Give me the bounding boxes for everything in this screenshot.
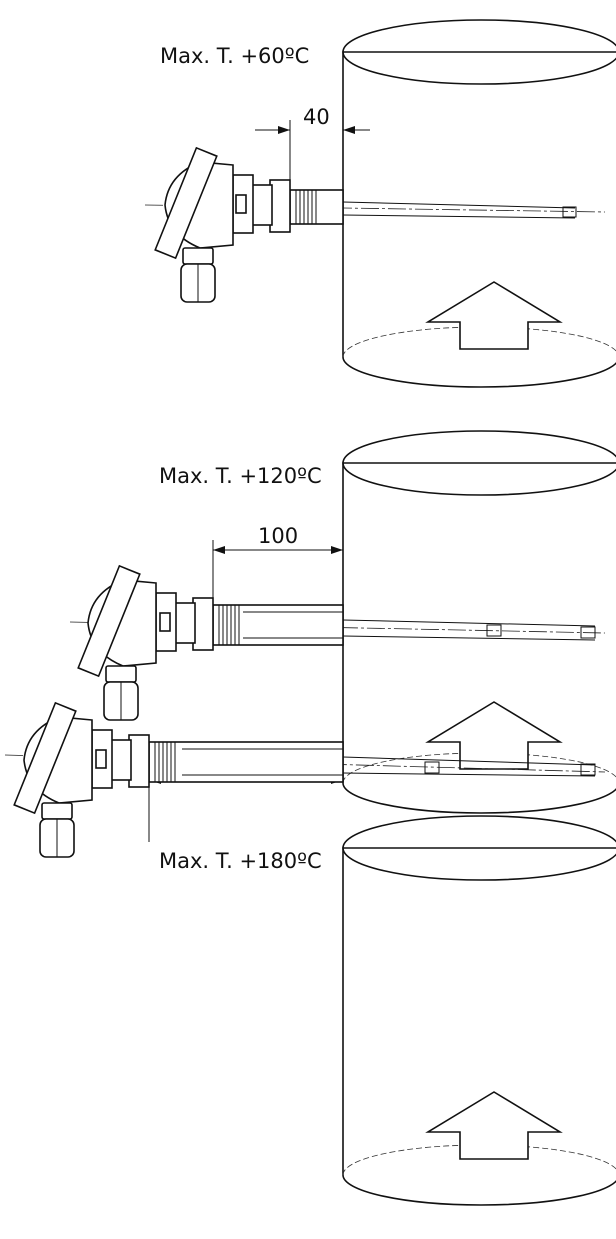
panel-title: Max. T. +60ºC xyxy=(160,44,309,68)
dimension-line xyxy=(255,115,370,180)
flow-arrow xyxy=(425,701,563,770)
panel-title: Max. T. +120ºC xyxy=(159,464,322,488)
temperature-sensor xyxy=(144,146,606,303)
panel-180c: Max. T. +180ºC 150 xyxy=(4,701,616,1206)
dimension-line xyxy=(212,540,343,602)
flow-arrow xyxy=(425,1091,563,1160)
panel-title: Max. T. +180ºC xyxy=(159,849,322,873)
dimension-label: 40 xyxy=(303,105,330,129)
panel-120c: Max. T. +120ºC 100 xyxy=(69,430,616,814)
temperature-sensor xyxy=(69,564,606,721)
temperature-sensor xyxy=(4,701,606,858)
panel-60c: Max. T. +60ºC 40 xyxy=(144,19,616,388)
dimension-label: 100 xyxy=(258,524,298,548)
flow-arrow xyxy=(425,281,563,350)
